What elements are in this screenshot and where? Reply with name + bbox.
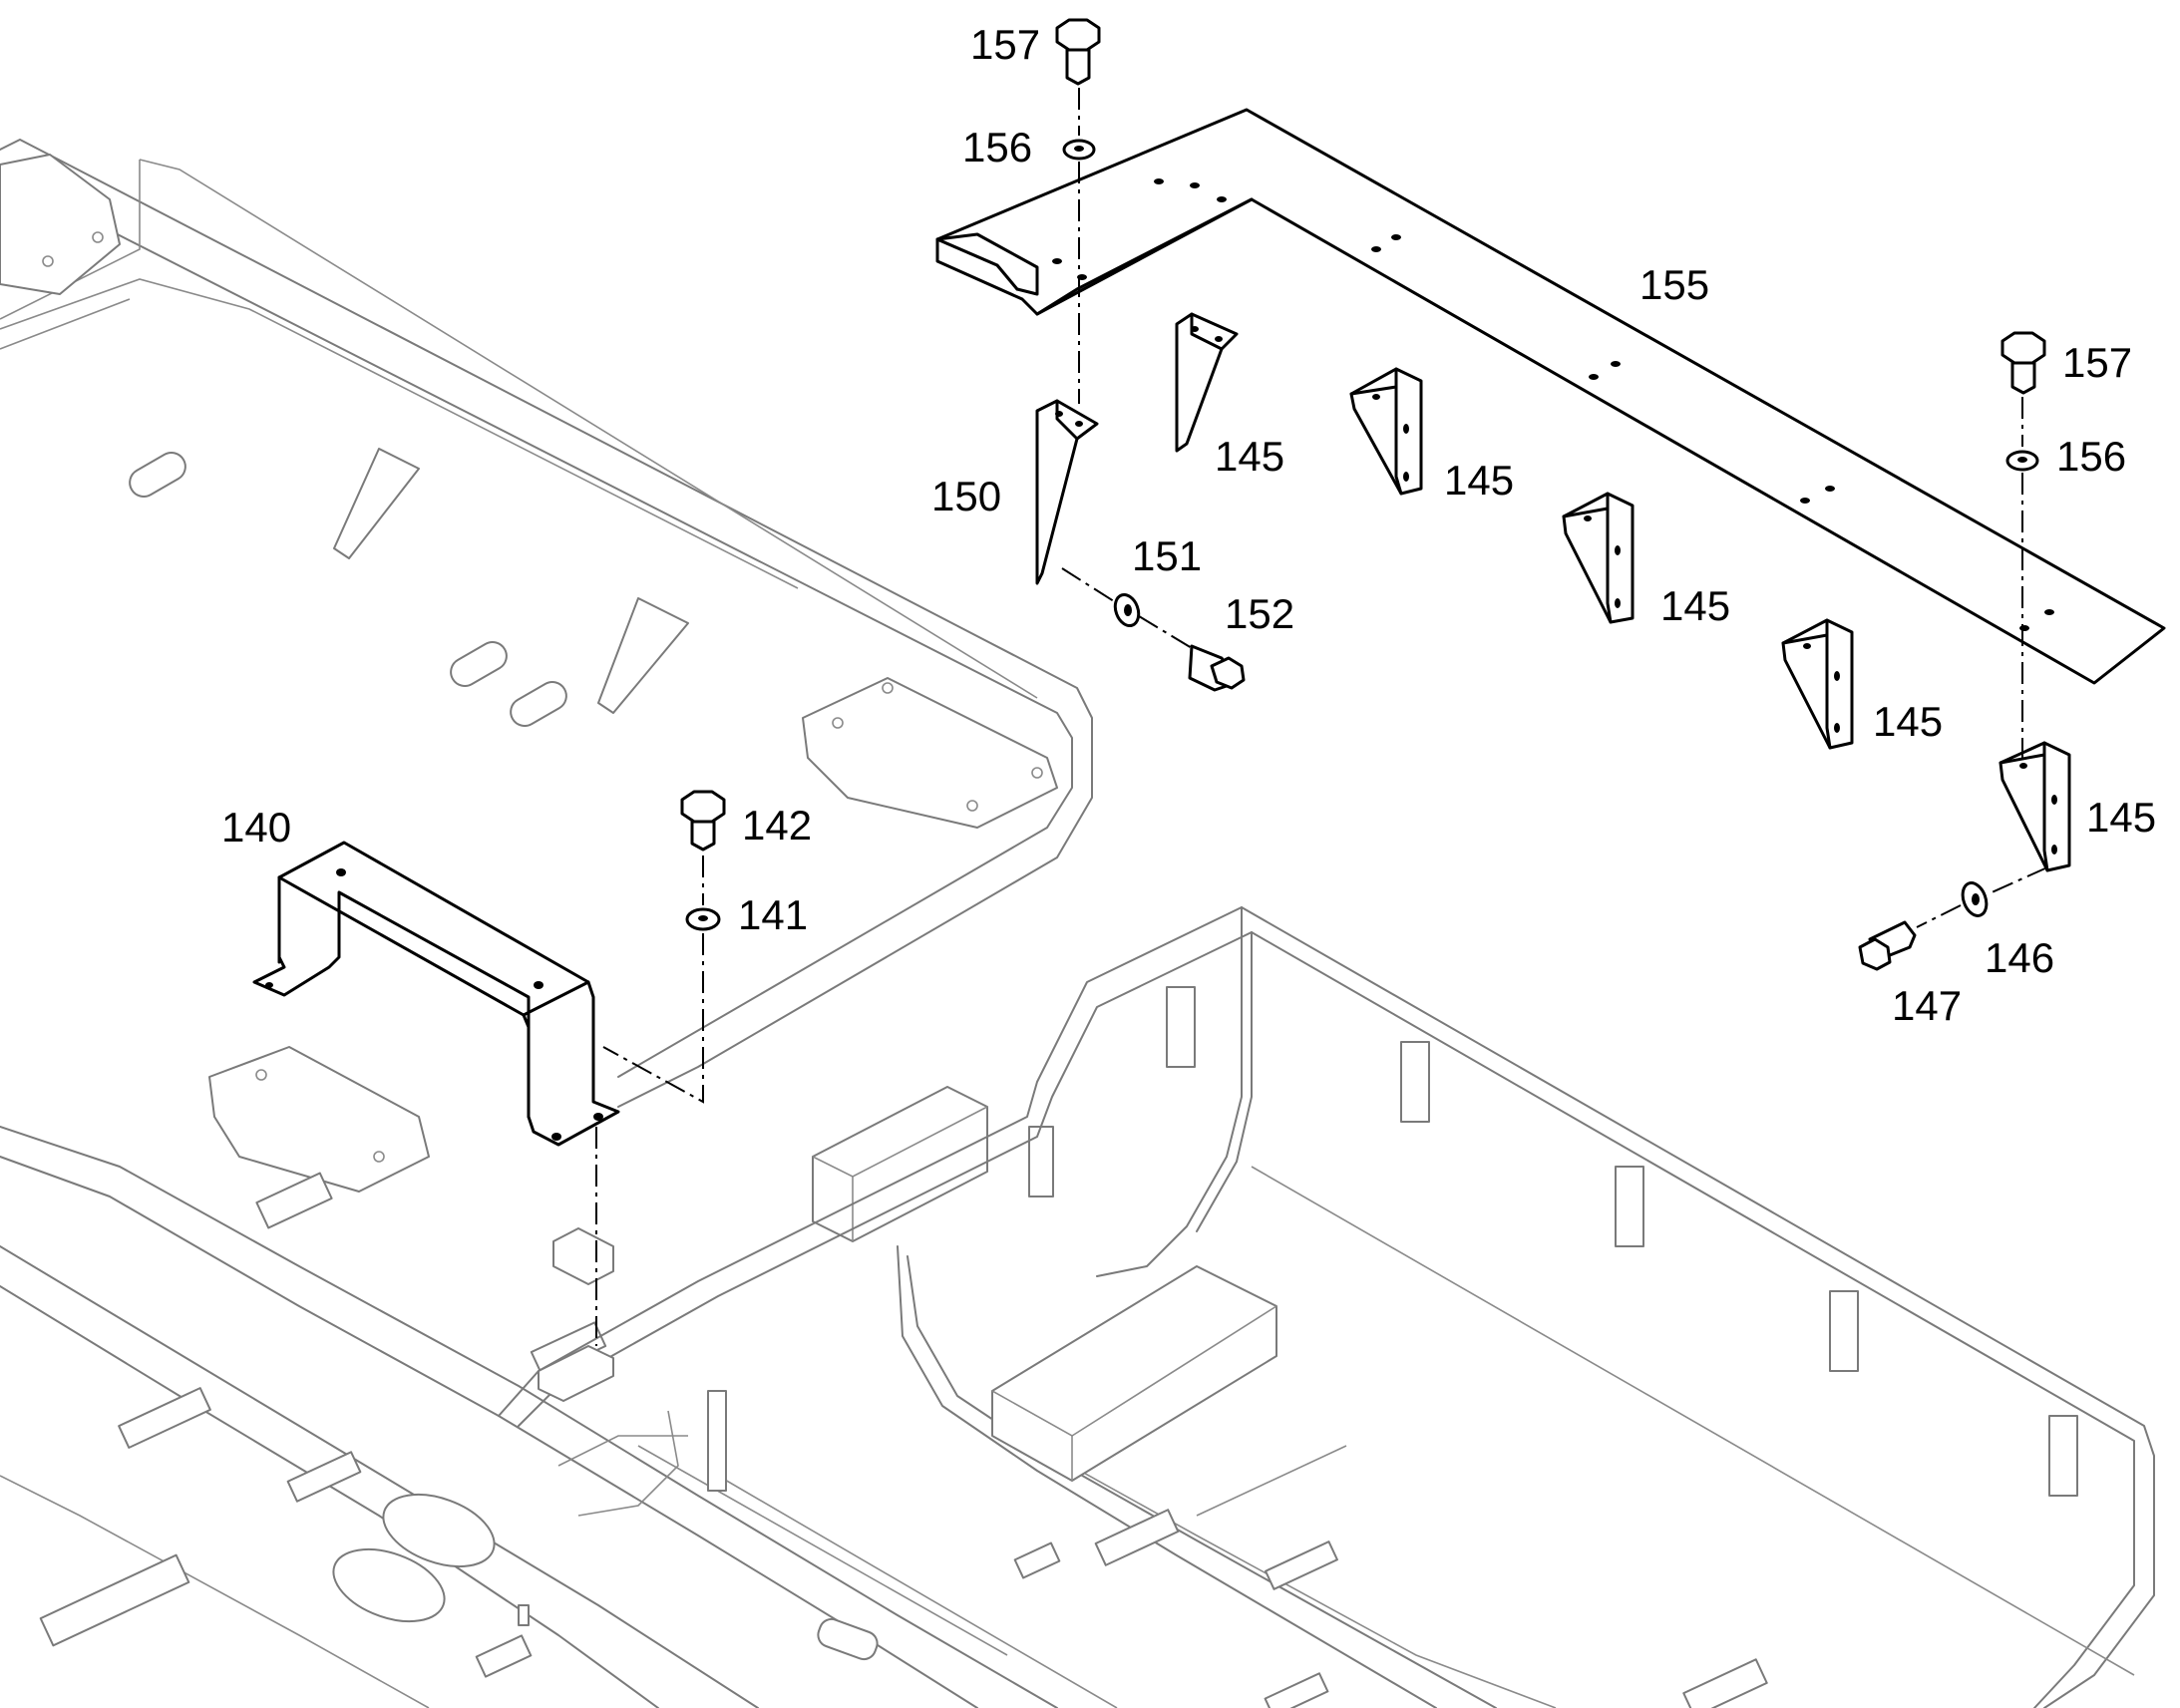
bolt-147 bbox=[1858, 920, 1917, 971]
machine-frame bbox=[0, 139, 2155, 1708]
bracket-145-a bbox=[1175, 312, 1239, 453]
washer-156-right bbox=[2005, 450, 2039, 472]
bracket-145-e bbox=[1998, 741, 2071, 872]
callout-151: 151 bbox=[1132, 532, 1202, 579]
callout-145-c: 145 bbox=[1660, 582, 1730, 629]
washer-156-top bbox=[1062, 139, 1096, 161]
callout-145-b: 145 bbox=[1444, 457, 1514, 504]
callout-147: 147 bbox=[1892, 982, 1962, 1029]
bolt-152 bbox=[1188, 644, 1246, 692]
bracket-145-d bbox=[1781, 618, 1854, 750]
callout-150: 150 bbox=[931, 473, 1001, 519]
callout-155: 155 bbox=[1639, 261, 1709, 308]
callout-142: 142 bbox=[742, 802, 812, 849]
callout-145-a: 145 bbox=[1215, 433, 1284, 480]
callout-156-top: 156 bbox=[962, 124, 1032, 171]
bolt-157-right bbox=[2000, 331, 2046, 395]
callout-156-right: 156 bbox=[2056, 433, 2126, 480]
callout-157-top: 157 bbox=[970, 21, 1040, 68]
callout-labels: 157 156 155 157 156 150 151 152 145 145 … bbox=[221, 21, 2156, 1029]
bracket-150 bbox=[1035, 399, 1099, 585]
angle-bracket-155 bbox=[935, 108, 2166, 685]
callout-141: 141 bbox=[738, 891, 808, 938]
callout-146: 146 bbox=[1985, 934, 2054, 981]
callout-145-e: 145 bbox=[2086, 794, 2156, 841]
washer-151 bbox=[1113, 593, 1141, 627]
bracket-140 bbox=[252, 841, 620, 1147]
bracket-145-b bbox=[1349, 367, 1423, 496]
callout-157-right: 157 bbox=[2062, 339, 2132, 386]
washer-141 bbox=[685, 907, 721, 931]
callout-152: 152 bbox=[1225, 590, 1294, 637]
bolt-142 bbox=[680, 790, 726, 852]
washer-146 bbox=[1961, 881, 1989, 917]
bracket-145-c bbox=[1562, 492, 1635, 624]
bolt-157-top bbox=[1055, 18, 1101, 86]
callout-140: 140 bbox=[221, 804, 291, 851]
callout-145-d: 145 bbox=[1873, 698, 1943, 745]
assembly-lines bbox=[595, 88, 2048, 1346]
